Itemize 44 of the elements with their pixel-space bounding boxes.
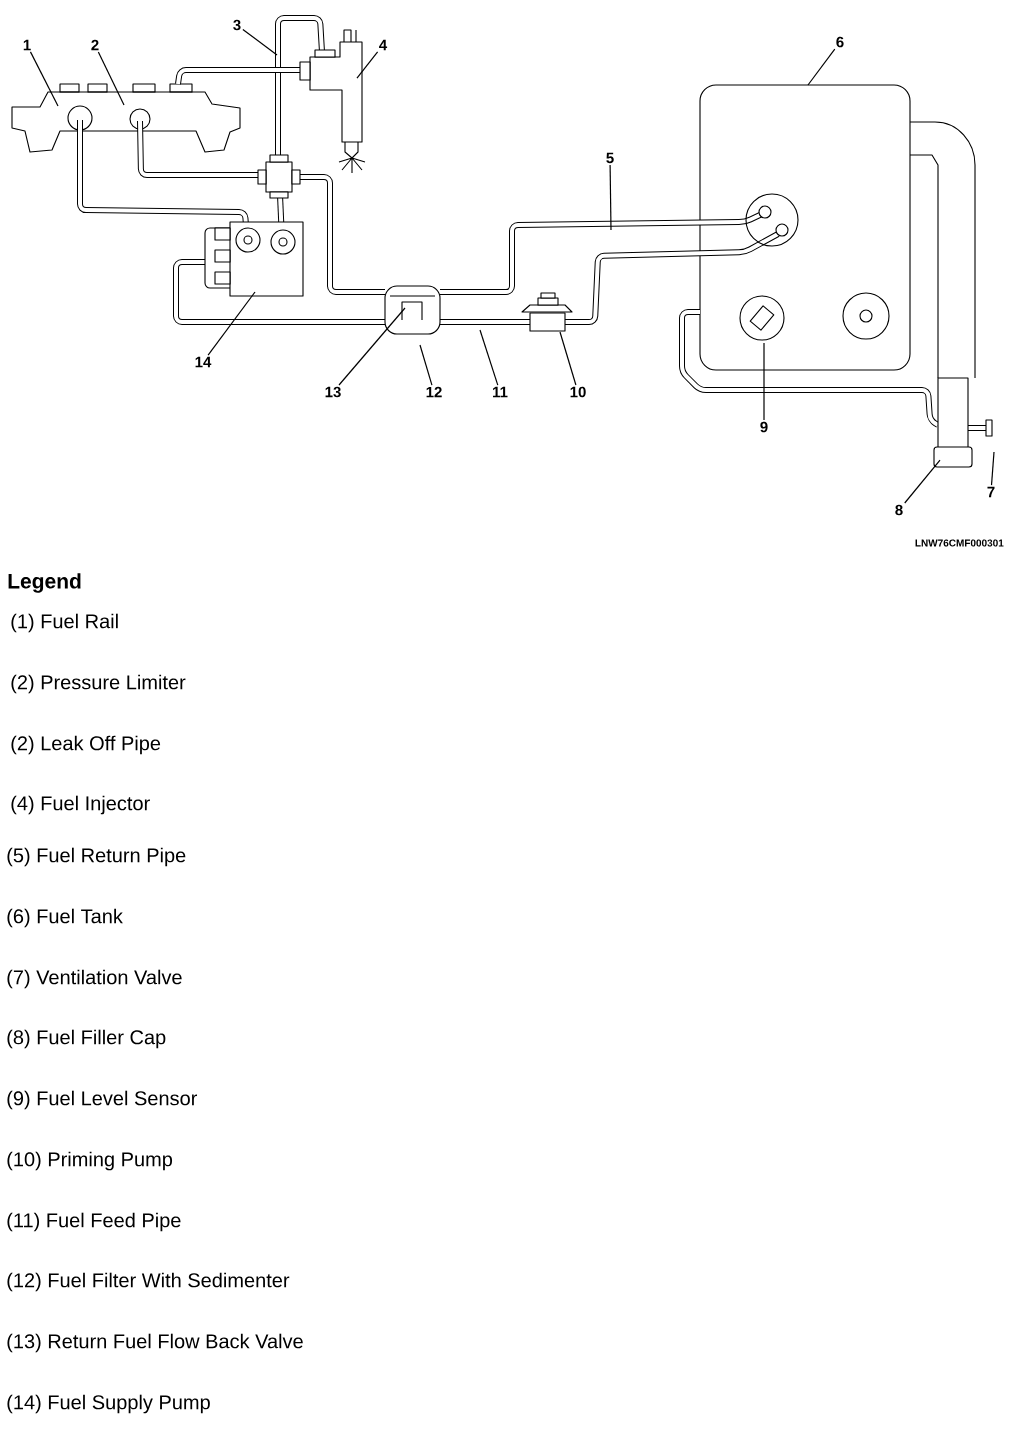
leader-line (419, 344, 433, 386)
callout-number: 13 (325, 386, 341, 398)
legend-entry: (5) Fuel Return Pipe (7, 847, 186, 867)
legend-entry: (2) Leak Off Pipe (11, 735, 161, 755)
leader-line (559, 331, 577, 386)
legend-entry: (2) Pressure Limiter (11, 674, 186, 694)
legend-entry: (13) Return Fuel Flow Back Valve (7, 1333, 303, 1353)
leader-line (609, 164, 612, 231)
leader-line (479, 329, 499, 386)
leader-line (29, 51, 59, 107)
callout-number: 11 (493, 386, 508, 398)
leader-line (356, 51, 379, 79)
callout-number: 2 (91, 39, 99, 51)
legend-entry: (10) Priming Pump (7, 1151, 173, 1171)
legend-entry: (8) Fuel Filler Cap (7, 1029, 166, 1049)
leader-line (97, 51, 125, 106)
callout-number: 4 (379, 39, 388, 51)
legend-entry: (14) Fuel Supply Pump (7, 1394, 210, 1414)
callout-number: 12 (426, 386, 442, 398)
callout-number: 10 (570, 386, 586, 398)
leader-line (242, 28, 278, 56)
callout-number: 6 (836, 36, 844, 48)
leader-line (763, 342, 765, 421)
callout-number: 9 (760, 421, 768, 433)
leader-line (807, 48, 836, 86)
leader-line (207, 291, 256, 356)
leader-line (904, 459, 941, 504)
legend-entry: (1) Fuel Rail (11, 613, 118, 633)
callout-number: 5 (606, 152, 614, 164)
legend-entry: (12) Fuel Filter With Sedimenter (7, 1272, 290, 1292)
callout-number: 1 (23, 39, 31, 51)
callout-number: 3 (233, 19, 241, 31)
leader-line (990, 451, 995, 486)
figure-code: LNW76CMF000301 (915, 539, 1004, 547)
legend-entry: (9) Fuel Level Sensor (7, 1090, 197, 1110)
legend-entry: (6) Fuel Tank (7, 908, 123, 928)
leader-line (338, 307, 406, 386)
legend-heading: Legend (8, 573, 81, 593)
callout-number: 14 (195, 356, 212, 368)
callout-number: 8 (895, 504, 903, 516)
legend-entry: (4) Fuel Injector (11, 795, 150, 815)
legend-entry: (11) Fuel Feed Pipe (7, 1212, 181, 1232)
callout-number: 7 (987, 486, 995, 498)
legend-entry: (7) Ventilation Valve (7, 969, 182, 989)
